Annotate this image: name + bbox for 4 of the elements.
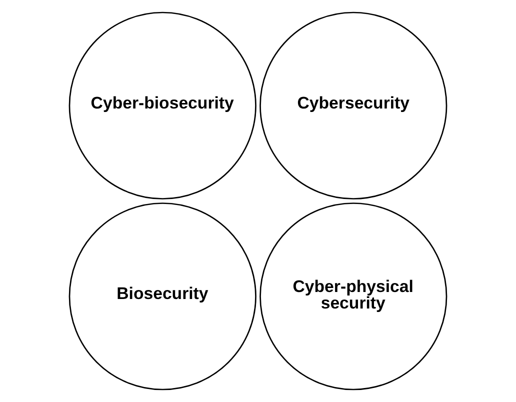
node-circle: Cyber-biosecurity [68, 12, 256, 200]
node-circle: Cyber-physical security [260, 202, 448, 390]
node-circle: Biosecurity [68, 202, 256, 390]
node-circle: Cybersecurity [260, 12, 448, 200]
